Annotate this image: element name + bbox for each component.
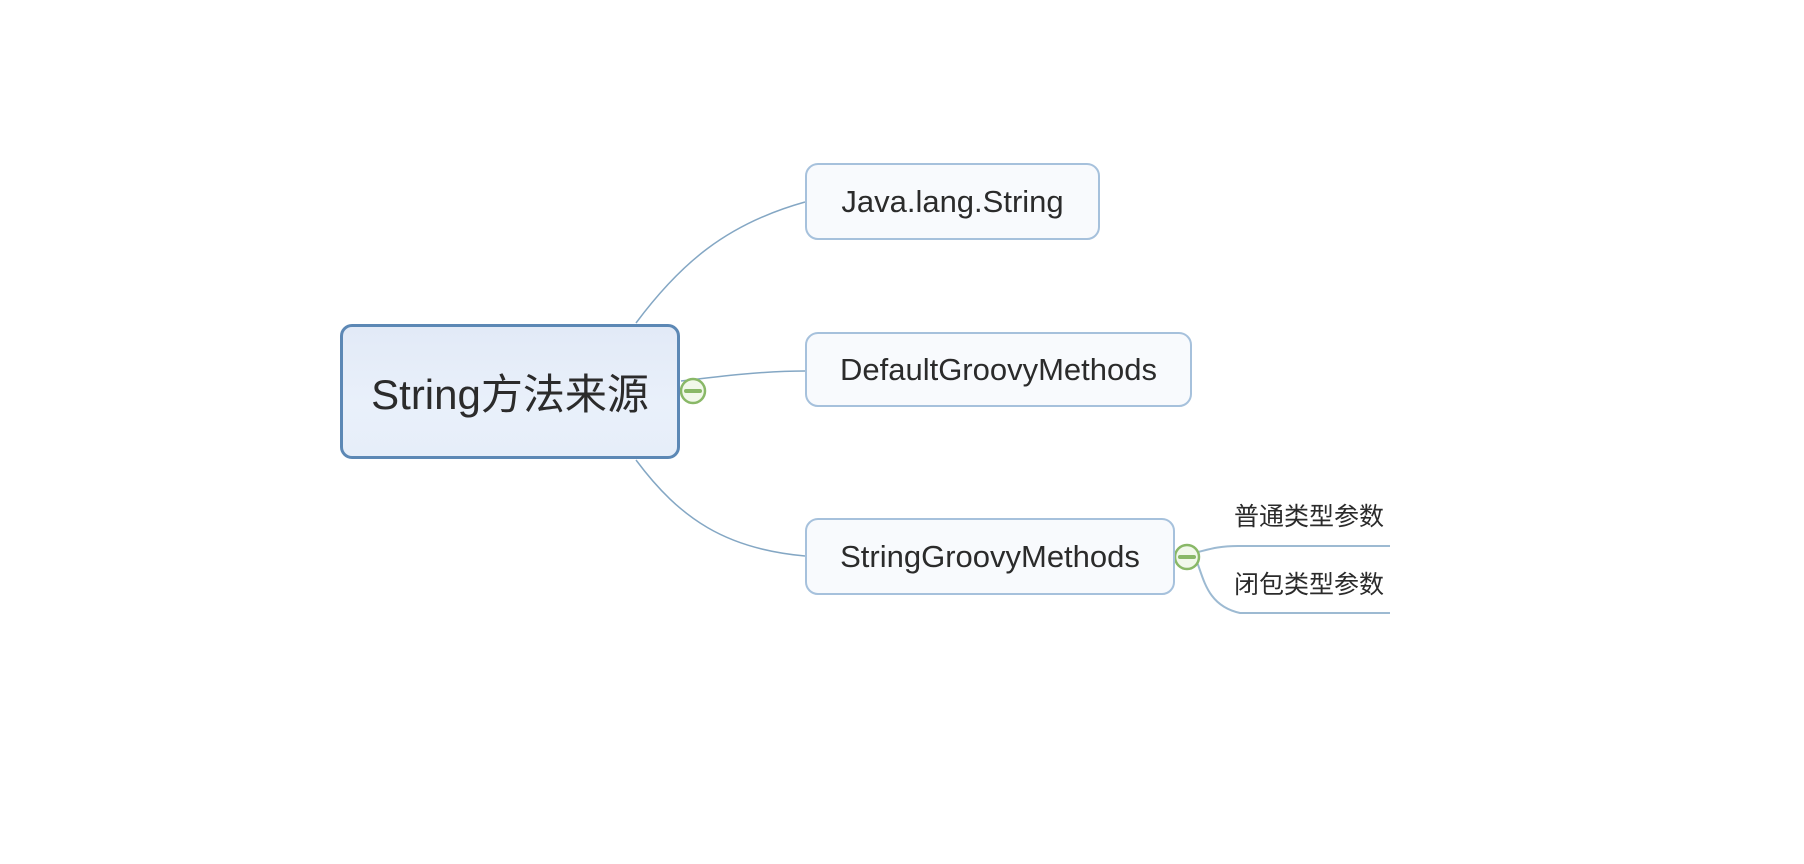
connector-branch-to-leaf-1 <box>1197 545 1390 553</box>
topic-closure-type-params[interactable]: 闭包类型参数 <box>1234 570 1384 600</box>
topic-defaultgroovymethods[interactable]: DefaultGroovyMethods <box>805 332 1192 407</box>
collapse-icon-stringgroovymethods[interactable] <box>1173 543 1201 571</box>
connector-branch-to-leaf-2 <box>1196 561 1390 614</box>
collapse-icon-root[interactable] <box>679 377 707 405</box>
topic-normal-type-params[interactable]: 普通类型参数 <box>1234 502 1384 532</box>
topic-java-lang-string[interactable]: Java.lang.String <box>805 163 1100 240</box>
topic-stringgroovymethods[interactable]: StringGroovyMethods <box>805 518 1175 595</box>
topic-root[interactable]: String方法来源 <box>340 324 680 459</box>
topic-stringgroovymethods-label: StringGroovyMethods <box>840 538 1140 574</box>
connector-root-to-stringgroovymethods <box>635 459 806 557</box>
topic-root-label: String方法来源 <box>371 371 649 418</box>
topic-java-lang-string-label: Java.lang.String <box>841 183 1064 219</box>
connector-root-to-defaultgroovymethods <box>680 370 806 382</box>
topic-normal-type-params-label: 普通类型参数 <box>1234 503 1385 531</box>
topic-defaultgroovymethods-label: DefaultGroovyMethods <box>839 351 1158 387</box>
topic-closure-type-params-label: 闭包类型参数 <box>1234 571 1385 599</box>
connector-root-to-java <box>635 201 806 324</box>
